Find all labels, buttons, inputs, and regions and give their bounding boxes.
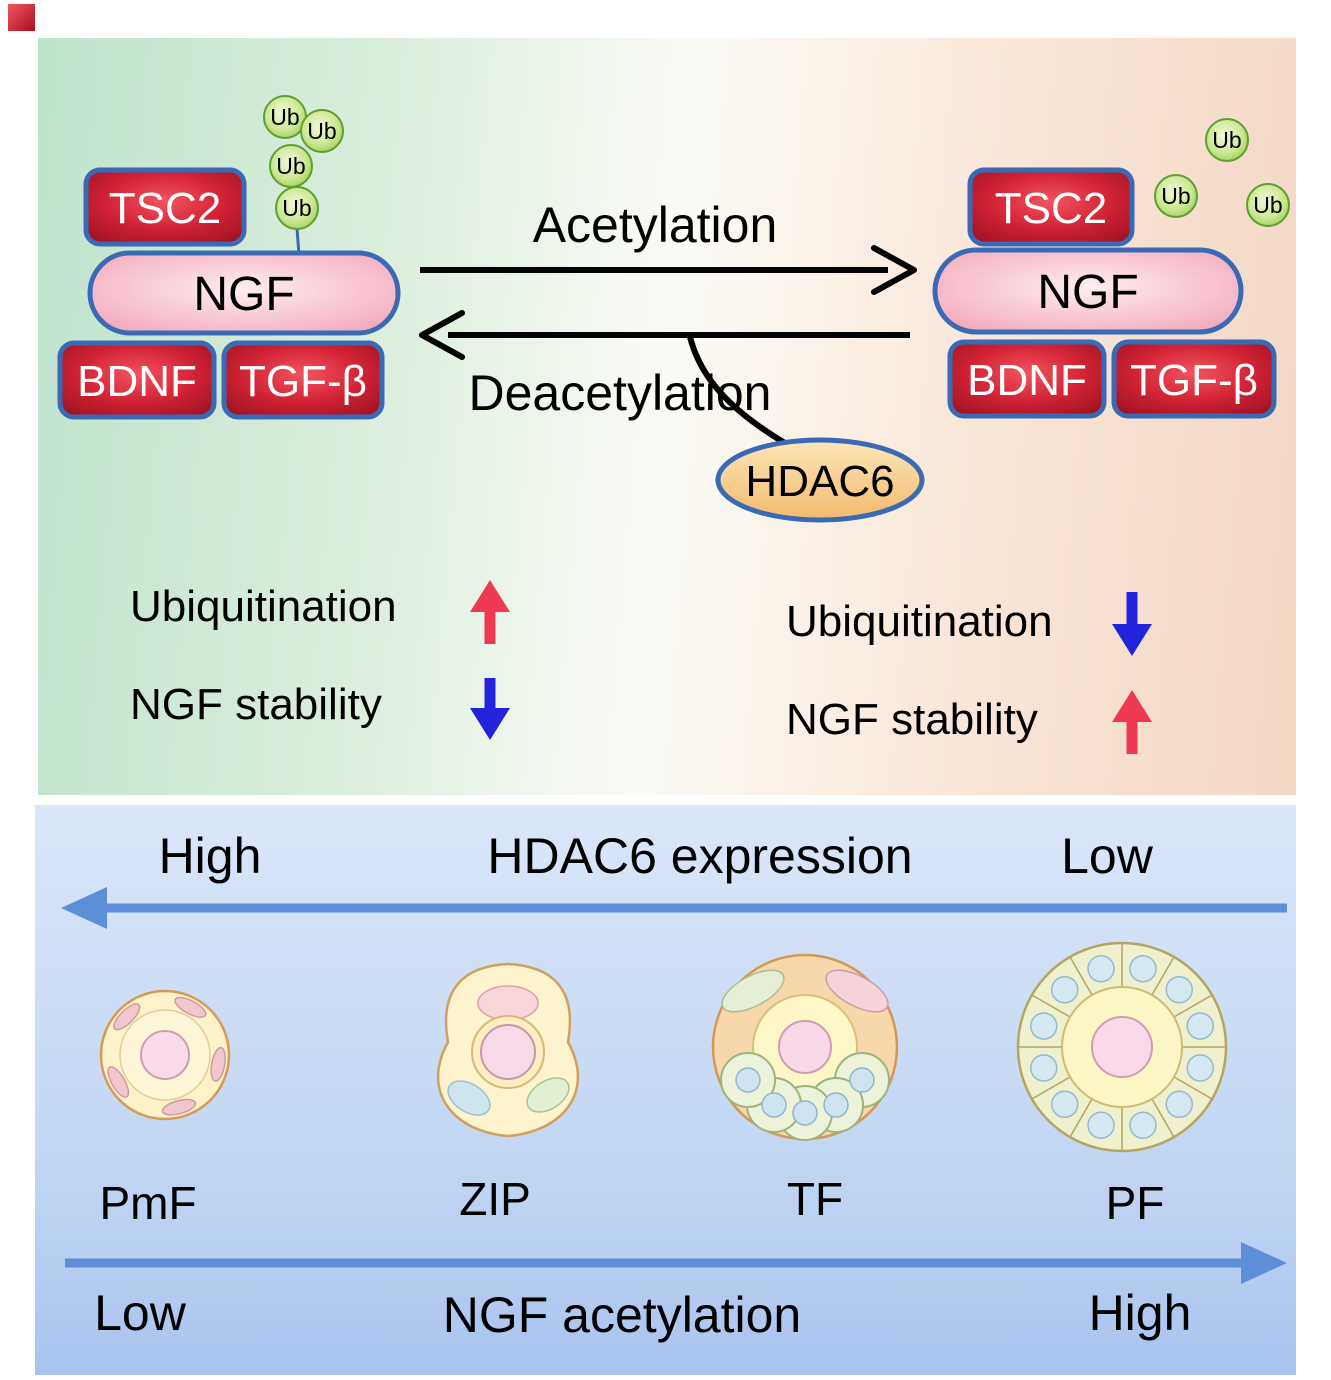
- pf-cell-walls: [1018, 943, 1226, 1151]
- left-status: Ubiquitination NGF stability: [130, 580, 510, 740]
- tf-cell-nucleus: [735, 1067, 761, 1093]
- ub-circle: [1246, 183, 1290, 227]
- ub-label: Ub: [1212, 127, 1241, 153]
- ubiquitin-chain: Ub Ub Ub Ub: [263, 95, 344, 256]
- ub-label: Ub: [270, 104, 299, 130]
- pmf-nucleus: [174, 996, 207, 1018]
- zip-pink-cell: [477, 985, 539, 1021]
- tsc2-label: TSC2: [995, 184, 1107, 233]
- tgfb-box: [221, 340, 385, 420]
- tf-cell-nucleus: [761, 1092, 787, 1118]
- ub-label: Ub: [276, 153, 305, 179]
- axis-left-label: High: [159, 828, 262, 884]
- tf-cap-cell: [721, 969, 785, 1013]
- hdac6-ellipse: [715, 437, 925, 523]
- acetylation-arrow: Acetylation: [420, 197, 917, 295]
- hdac6-label: HDAC6: [745, 457, 894, 506]
- hdac6-expression-axis: High HDAC6 expression Low: [61, 828, 1287, 929]
- axis-title: HDAC6 expression: [487, 828, 912, 884]
- tsc2-label: TSC2: [109, 184, 221, 233]
- pf-oocyte: [1091, 1016, 1153, 1078]
- tf-oocyte: [778, 1020, 832, 1074]
- deacetylation-label: Deacetylation: [469, 365, 772, 421]
- acetylation-diagram: Ub Ub Ub Ub TSC2 NGF BDNF TGF-β: [57, 95, 1290, 754]
- tf-cell-nucleus: [823, 1092, 849, 1118]
- ngf-label: NGF: [193, 268, 294, 321]
- tsc2-box: [967, 167, 1135, 247]
- tsc2-box: [83, 167, 247, 247]
- ubiquitination-label: Ubiquitination: [130, 582, 397, 631]
- ub-circle: [1154, 174, 1198, 218]
- ub-label: Ub: [307, 118, 336, 144]
- corner-red-mark: [8, 4, 35, 31]
- bdnf-label: BDNF: [77, 357, 197, 406]
- ub-circle: [300, 109, 344, 153]
- zip-green-cell: [526, 1077, 570, 1113]
- right-ngf-complex: Ub Ub Ub TSC2 NGF BDNF TGF-β: [932, 118, 1290, 419]
- ub-circle: [275, 186, 319, 230]
- acetylation-panel: Ub Ub Ub Ub TSC2 NGF BDNF TGF-β: [38, 38, 1296, 795]
- hdac6-enzyme: HDAC6: [687, 334, 925, 523]
- ngf-label: NGF: [1037, 266, 1138, 319]
- pmf-nucleus: [107, 1066, 130, 1098]
- bdnf-label: BDNF: [967, 356, 1087, 405]
- ub-circle: [1205, 118, 1249, 162]
- axis-right-label: Low: [1061, 828, 1154, 884]
- tgfb-label: TGF-β: [239, 357, 367, 406]
- tf-cell-nucleus: [849, 1067, 875, 1093]
- down-arrowhead-blue: [470, 708, 510, 740]
- deacetylation-arrowhead: [419, 310, 465, 360]
- follicle-label-pmf: PmF: [99, 1177, 196, 1229]
- right-axis-arrowhead: [1241, 1242, 1287, 1284]
- follicle-panel: High HDAC6 expression Low: [35, 805, 1296, 1375]
- follicle-tf: [711, 953, 899, 1141]
- right-status: Ubiquitination NGF stability: [786, 592, 1152, 754]
- follicle-label-zip: ZIP: [459, 1173, 531, 1225]
- tf-cap-cell: [825, 969, 889, 1013]
- bdnf-box: [57, 340, 217, 420]
- ub-label: Ub: [1253, 192, 1282, 218]
- pmf-oocyte: [140, 1030, 190, 1080]
- pmf-nucleus: [113, 1003, 141, 1031]
- ubiquitination-label: Ubiquitination: [786, 597, 1053, 646]
- ngf-pill: [87, 250, 401, 336]
- follicle-pf: [1016, 941, 1228, 1153]
- zip-blue-cell: [447, 1080, 491, 1116]
- up-arrowhead-red: [470, 580, 510, 612]
- tgfb-label: TGF-β: [1130, 356, 1258, 405]
- axis-right-label: High: [1089, 1285, 1192, 1341]
- follicle-diagram: High HDAC6 expression Low: [61, 828, 1287, 1343]
- follicle-label-tf: TF: [787, 1173, 843, 1225]
- deacetylation-arrow: Deacetylation: [419, 310, 910, 421]
- axis-left-label: Low: [94, 1285, 187, 1341]
- follicle-pmf: [99, 989, 231, 1121]
- pf-granulosa-nuclei: [1030, 955, 1214, 1139]
- tf-cell-nucleus: [792, 1100, 818, 1126]
- ngf-stability-label: NGF stability: [130, 680, 382, 729]
- acetylation-arrowhead: [871, 245, 917, 295]
- tgfb-box: [1111, 339, 1277, 419]
- ub-label: Ub: [1161, 183, 1190, 209]
- follicle-label-pf: PF: [1106, 1177, 1165, 1229]
- pmf-nucleus: [161, 1098, 197, 1116]
- acetylation-label: Acetylation: [533, 197, 778, 253]
- down-arrowhead-blue: [1112, 624, 1152, 656]
- left-axis-arrowhead: [61, 887, 107, 929]
- ngf-stability-label: NGF stability: [786, 695, 1038, 744]
- left-ngf-complex: Ub Ub Ub Ub TSC2 NGF BDNF TGF-β: [57, 95, 401, 420]
- hdac6-catalysis-curve: [687, 334, 793, 449]
- ub-label: Ub: [282, 195, 311, 221]
- zip-oocyte: [480, 1024, 536, 1080]
- follicle-zip: [436, 962, 580, 1138]
- ngf-acetylation-axis: Low NGF acetylation High: [65, 1242, 1287, 1343]
- bdnf-box: [947, 339, 1107, 419]
- pmf-nucleus: [210, 1046, 226, 1082]
- free-ubiquitin: Ub Ub Ub: [1154, 118, 1290, 227]
- axis-title: NGF acetylation: [443, 1287, 801, 1343]
- up-arrowhead-red: [1112, 690, 1152, 722]
- ngf-pill: [932, 247, 1244, 335]
